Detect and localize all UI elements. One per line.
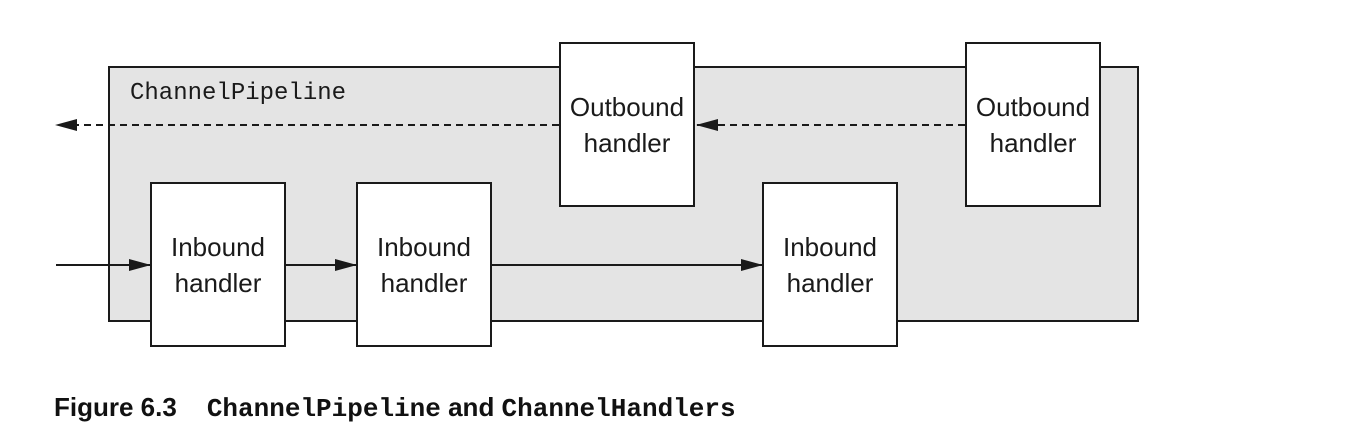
inbound-handler-3: Inbound handler <box>762 182 898 347</box>
inbound-handler-1-label: Inbound handler <box>171 231 265 298</box>
caption-pipeline-term: ChannelPipeline <box>206 394 441 424</box>
inbound-handler-2-label: Inbound handler <box>377 231 471 298</box>
outbound-handler-1-label: Outbound handler <box>569 91 685 158</box>
caption-handlers-term: ChannelHandlers <box>501 394 736 424</box>
inbound-handler-3-label: Inbound handler <box>783 231 877 298</box>
figure-number: Figure 6.3 <box>54 392 177 422</box>
inbound-handler-1: Inbound handler <box>150 182 286 347</box>
pipeline-label: ChannelPipeline <box>130 80 347 107</box>
outbound-handler-2: Outbound handler <box>965 42 1101 207</box>
caption-connector: and <box>440 392 502 422</box>
outbound-handler-1: Outbound handler <box>559 42 695 207</box>
outbound-handler-2-label: Outbound handler <box>975 91 1091 158</box>
inbound-handler-2: Inbound handler <box>356 182 492 347</box>
figure-caption: Figure 6.3 ChannelPipeline and ChannelHan… <box>54 392 736 424</box>
